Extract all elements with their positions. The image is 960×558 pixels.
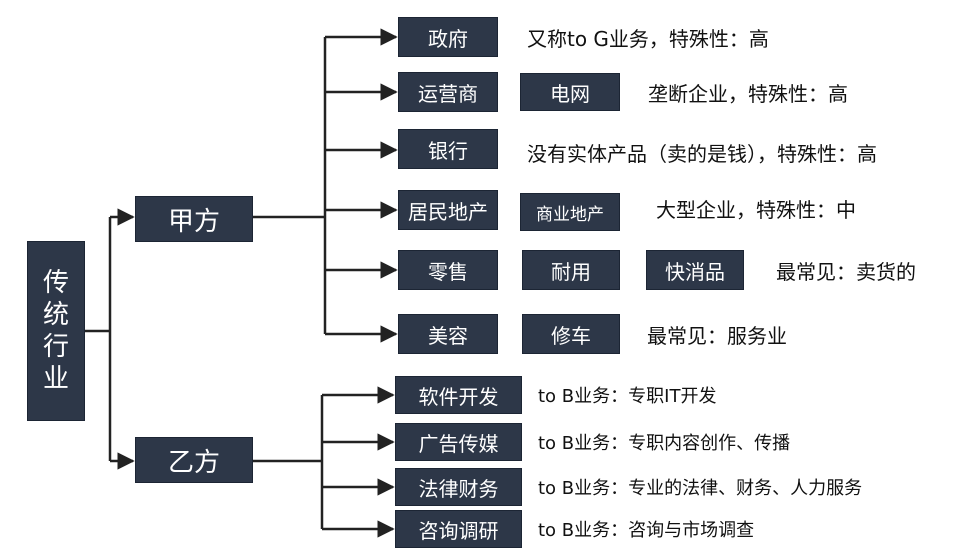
leaf-label: 修车: [551, 323, 591, 348]
root-label: 传统行业: [43, 267, 69, 395]
root-label-char: 业: [42, 364, 69, 394]
root-node: 传统行业: [27, 241, 85, 421]
root-label-char: 传: [42, 268, 69, 298]
leaf-node: 政府: [398, 17, 498, 57]
leaf-desc: to B业务：专业的法律、财务、人力服务: [538, 478, 863, 499]
leaf-label: 软件开发: [418, 384, 499, 409]
leaf-node: 居民地产: [398, 190, 498, 230]
leaf-node: 咨询调研: [395, 510, 522, 548]
leaf-node: 软件开发: [395, 376, 522, 414]
leaf-label: 电网: [550, 81, 590, 106]
leaf-label: 银行: [428, 138, 468, 163]
leaf-label: 咨询调研: [418, 518, 499, 543]
leaf-desc: 大型企业，特殊性：中: [656, 197, 856, 222]
leaf-label: 美容: [428, 323, 468, 348]
leaf-node: 广告传媒: [395, 423, 522, 461]
leaf-node-sub: 修车: [522, 314, 620, 354]
leaf-label: 法律财务: [418, 476, 499, 501]
leaf-desc: 最常见：卖货的: [776, 259, 916, 284]
leaf-node: 运营商: [398, 72, 498, 112]
leaf-node: 银行: [398, 129, 498, 169]
root-label-char: 统: [42, 300, 69, 330]
leaf-desc: 又称to G业务，特殊性：高: [527, 26, 769, 51]
leaf-label: 居民地产: [408, 199, 488, 224]
leaf-label: 广告传媒: [418, 431, 499, 456]
leaf-label: 政府: [428, 26, 468, 51]
leaf-node-sub: 商业地产: [520, 193, 620, 231]
leaf-desc: to B业务：专职内容创作、传播: [538, 433, 791, 454]
leaf-desc: 最常见：服务业: [647, 323, 787, 348]
leaf-node-sub: 耐用: [522, 250, 620, 290]
branch-node-yifang: 乙方: [135, 437, 253, 483]
leaf-node: 美容: [398, 314, 498, 354]
leaf-desc: to B业务：专职IT开发: [538, 386, 717, 407]
leaf-desc: 垄断企业，特殊性：高: [648, 81, 848, 106]
leaf-label: 耐用: [551, 259, 591, 284]
leaf-label: 运营商: [418, 81, 478, 106]
root-label-char: 行: [42, 332, 69, 362]
leaf-label: 快消品: [665, 259, 725, 284]
branch-label: 甲方: [167, 206, 220, 237]
leaf-node: 法律财务: [395, 468, 522, 506]
branch-label: 乙方: [167, 447, 220, 478]
leaf-label: 商业地产: [536, 204, 604, 225]
leaf-label: 零售: [428, 259, 468, 284]
leaf-node-sub: 快消品: [646, 250, 744, 290]
leaf-node: 零售: [398, 250, 498, 290]
branch-node-jiafang: 甲方: [135, 196, 253, 242]
leaf-desc: to B业务：咨询与市场调查: [538, 520, 755, 541]
leaf-desc: 没有实体产品（卖的是钱），特殊性：高: [527, 141, 877, 166]
leaf-node-sub: 电网: [520, 73, 620, 111]
